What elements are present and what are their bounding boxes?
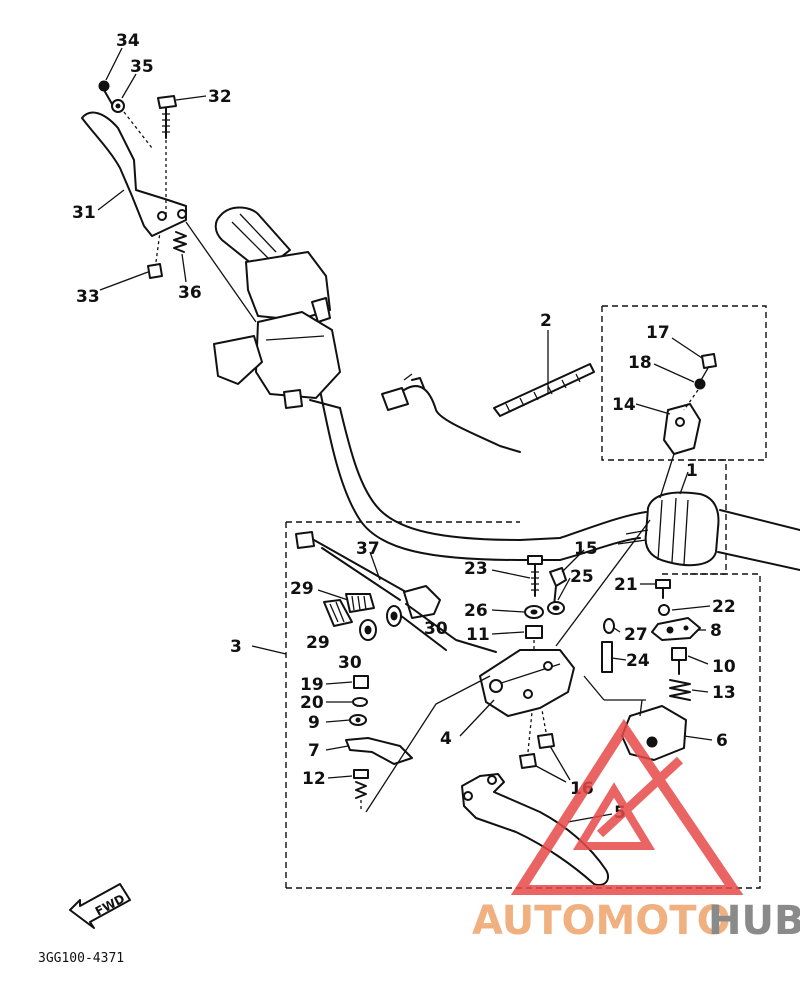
watermark-logo xyxy=(510,718,744,895)
screw-34 xyxy=(98,80,113,105)
catalog-code: 3GG100-4371 xyxy=(38,951,124,966)
plate-7 xyxy=(345,737,413,765)
callout-19: 19 xyxy=(300,675,324,695)
pin-27 xyxy=(603,618,615,634)
pivot-bolt-32 xyxy=(157,95,177,216)
svg-text:AUTOMOTO: AUTOMOTO xyxy=(472,898,731,944)
callout-2: 2 xyxy=(540,311,552,331)
callout-12: 12 xyxy=(302,769,326,789)
callout-3: 3 xyxy=(230,637,242,657)
callout-labels: 34 35 32 31 33 36 2 17 18 14 1 3 37 29 2… xyxy=(72,31,736,823)
plate-8 xyxy=(651,617,701,641)
callout-21: 21 xyxy=(614,575,638,595)
collar-11 xyxy=(525,625,543,660)
screw-19 xyxy=(353,675,369,689)
callout-22: 22 xyxy=(712,597,736,617)
svg-text:HUB: HUB xyxy=(708,898,800,944)
callout-20: 20 xyxy=(300,693,324,713)
callout-26: 26 xyxy=(464,601,488,621)
pin-24 xyxy=(601,641,613,673)
callout-7: 7 xyxy=(308,741,320,761)
callout-29b: 29 xyxy=(306,633,330,653)
spring-36 xyxy=(173,231,187,253)
callout-31: 31 xyxy=(72,203,96,223)
screw-17 xyxy=(699,353,717,383)
bolt-10 xyxy=(671,647,687,675)
callout-14: 14 xyxy=(612,395,636,415)
callout-24: 24 xyxy=(626,651,650,671)
leader-lines xyxy=(97,47,713,823)
group-box-lever-assembly xyxy=(285,521,761,889)
bolt-15 xyxy=(549,567,567,607)
nut-16a xyxy=(537,709,555,749)
bolt-23 xyxy=(527,555,543,597)
callout-37: 37 xyxy=(356,539,380,559)
watermark-text: AUTOMOTO HUB xyxy=(472,898,800,944)
callout-17: 17 xyxy=(646,323,670,343)
washer-30b xyxy=(359,619,377,641)
wire-connector xyxy=(381,373,521,453)
brake-lever xyxy=(461,773,610,886)
callout-8: 8 xyxy=(710,621,722,641)
spring-13 xyxy=(669,679,691,701)
callout-11: 11 xyxy=(466,625,490,645)
throttle-housing xyxy=(245,251,331,323)
washer-35 xyxy=(111,99,153,149)
washer-30a xyxy=(386,605,402,627)
callout-35: 35 xyxy=(130,57,154,77)
cable-band xyxy=(493,363,595,417)
washer-20 xyxy=(352,697,368,707)
screw-29a xyxy=(345,593,375,613)
callout-33: 33 xyxy=(76,287,100,307)
callout-1: 1 xyxy=(686,461,698,481)
clutch-lever xyxy=(81,111,187,237)
lever-holder xyxy=(479,519,651,717)
callout-15: 15 xyxy=(574,539,598,559)
callout-30b: 30 xyxy=(338,653,362,673)
washer-22 xyxy=(658,604,670,616)
cable-37 xyxy=(295,531,407,601)
forward-arrow-icon: FWD xyxy=(69,883,131,929)
callout-32: 32 xyxy=(208,87,232,107)
callout-25: 25 xyxy=(570,567,594,587)
washer-18 xyxy=(683,378,706,411)
callout-18: 18 xyxy=(628,353,652,373)
washer-9 xyxy=(349,714,367,726)
callout-34: 34 xyxy=(116,31,140,51)
callout-29a: 29 xyxy=(290,579,314,599)
callout-36: 36 xyxy=(178,283,202,303)
washer-25 xyxy=(547,601,565,615)
callout-27: 27 xyxy=(624,625,648,645)
callout-13: 13 xyxy=(712,683,736,703)
screw-12 xyxy=(353,769,369,812)
callout-23: 23 xyxy=(464,559,488,579)
callout-30a: 30 xyxy=(424,619,448,639)
switch-6 xyxy=(621,699,687,761)
callout-10: 10 xyxy=(712,657,736,677)
screw-29b xyxy=(323,599,353,627)
washer-26 xyxy=(524,605,544,619)
switch-holder-14 xyxy=(663,403,701,455)
nut-16b xyxy=(519,711,537,769)
callout-6: 6 xyxy=(716,731,728,751)
master-cylinder xyxy=(213,311,341,409)
screw-21 xyxy=(655,579,671,599)
handlebar-switch xyxy=(617,491,720,567)
switch-29-30 xyxy=(395,585,497,653)
nut-33 xyxy=(147,231,163,279)
group-box-switch xyxy=(601,305,767,575)
callout-4: 4 xyxy=(440,729,452,749)
callout-9: 9 xyxy=(308,713,320,733)
